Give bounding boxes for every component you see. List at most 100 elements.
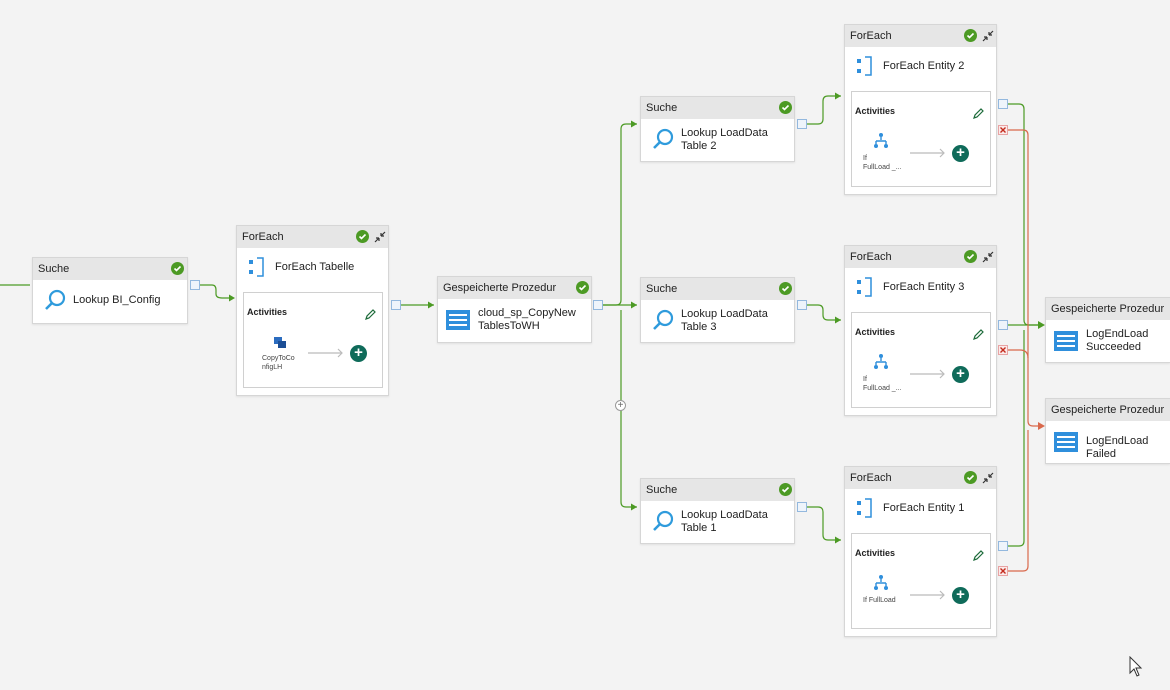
edit-pencil-icon[interactable] [972,329,984,341]
failure-output-port[interactable] [998,345,1008,355]
collapse-icon[interactable] [981,29,995,43]
mouse-cursor-icon [1128,656,1144,678]
connector [1008,430,1028,571]
connector [806,507,841,540]
activity-title: ForEach Tabelle [275,261,354,274]
success-output-port[interactable] [998,541,1008,551]
add-activity-button[interactable]: + [952,366,969,383]
foreach-icon [855,276,873,298]
collapse-icon[interactable] [373,230,387,244]
activity-title: ForEach Entity 3 [883,281,964,294]
arrow-icon [306,348,346,358]
success-output-port[interactable] [998,99,1008,109]
search-icon [651,509,675,533]
inner-activity-label: CopyToCo nfigLH [262,354,295,372]
success-output-port[interactable] [998,320,1008,330]
activity-type-label: Gespeicherte Prozedur [1051,404,1164,416]
success-status-icon [171,262,184,275]
activity-title: Lookup BI_Config [73,294,160,307]
activities-container[interactable]: Activities If FullLoad _... + [851,91,991,187]
collapse-icon[interactable] [981,471,995,485]
activity-type-label: Gespeicherte Prozedur [1051,303,1164,315]
arrow-icon [908,148,948,158]
stored-procedure-icon [1054,331,1078,351]
foreach-tabelle-activity[interactable]: ForEach ForEach Tabelle Activities CopyT… [236,225,389,396]
success-output-port[interactable] [391,300,401,310]
lookup-loaddata-table1-activity[interactable]: Suche Lookup LoadData Table 1 [640,478,795,544]
connector [1008,350,1028,358]
success-output-port[interactable] [593,300,603,310]
activity-type-label: Suche [646,484,677,496]
logendload-succeeded-activity[interactable]: Gespeicherte Prozedur LogEndLoad Succeed… [1045,297,1170,363]
inner-activity-label: If FullLoad _... [863,154,902,172]
activities-container[interactable]: Activities CopyToCo nfigLH + [243,292,383,388]
logendload-failed-activity[interactable]: Gespeicherte Prozedur LogEndLoad Failed [1045,398,1170,464]
add-activity-button[interactable]: + [952,145,969,162]
stored-procedure-icon [1054,432,1078,452]
activities-container[interactable]: Activities If FullLoad _... + [851,312,991,408]
activity-title: Lookup LoadData Table 3 [681,308,768,334]
connector [806,96,841,124]
success-status-icon [964,250,977,263]
activities-label: Activities [855,548,895,558]
foreach-entity2-activity[interactable]: ForEach ForEach Entity 2 Activities If F… [844,24,997,195]
add-activity-button[interactable]: + [952,587,969,604]
foreach-icon [855,497,873,519]
activity-title: cloud_sp_CopyNew TablesToWH [478,307,576,333]
activity-type-label: ForEach [850,251,892,263]
arrow-icon [908,590,948,600]
connector [1008,104,1043,325]
activity-type-label: Suche [38,263,69,275]
lookup-bi-config-activity[interactable]: Suche Lookup BI_Config [32,257,188,324]
add-branch-button[interactable]: + [615,400,626,411]
foreach-entity1-activity[interactable]: ForEach ForEach Entity 1 Activities If F… [844,466,997,637]
activity-type-label: Suche [646,283,677,295]
success-status-icon [576,281,589,294]
success-status-icon [779,282,792,295]
sp-copy-new-tables-activity[interactable]: Gespeicherte Prozedur cloud_sp_CopyNew T… [437,276,592,343]
activity-title: Lookup LoadData Table 1 [681,509,768,535]
failure-output-port[interactable] [998,125,1008,135]
activity-title: ForEach Entity 1 [883,502,964,515]
success-output-port[interactable] [797,502,807,512]
copy-data-icon [272,335,288,351]
search-icon [43,288,67,312]
stored-procedure-icon [446,310,470,330]
connector [200,285,233,298]
failure-output-port[interactable] [998,566,1008,576]
inner-activity-label: If FullLoad [863,596,896,605]
lookup-loaddata-table3-activity[interactable]: Suche Lookup LoadData Table 3 [640,277,795,343]
success-status-icon [779,101,792,114]
success-output-port[interactable] [190,280,200,290]
activity-title: LogEndLoad Succeeded [1086,328,1148,354]
success-status-icon [964,471,977,484]
activity-type-label: Suche [646,102,677,114]
collapse-icon[interactable] [981,250,995,264]
lookup-loaddata-table2-activity[interactable]: Suche Lookup LoadData Table 2 [640,96,795,162]
success-status-icon [356,230,369,243]
search-icon [651,127,675,151]
add-activity-button[interactable]: + [350,345,367,362]
if-condition-icon [872,132,890,150]
activity-type-label: ForEach [242,231,284,243]
if-condition-icon [872,574,890,592]
activity-title: LogEndLoad Failed [1086,435,1170,461]
search-icon [651,308,675,332]
edit-pencil-icon[interactable] [972,108,984,120]
inner-activity-label: If FullLoad _... [863,375,902,393]
if-condition-icon [872,353,890,371]
success-status-icon [964,29,977,42]
activity-type-label: ForEach [850,472,892,484]
success-output-port[interactable] [797,300,807,310]
connector [1008,130,1043,426]
edit-pencil-icon[interactable] [364,309,376,321]
foreach-entity3-activity[interactable]: ForEach ForEach Entity 3 Activities If F… [844,245,997,416]
success-output-port[interactable] [797,119,807,129]
edit-pencil-icon[interactable] [972,550,984,562]
activities-label: Activities [855,327,895,337]
activities-container[interactable]: Activities If FullLoad + [851,533,991,629]
success-status-icon [779,483,792,496]
foreach-icon [247,256,265,278]
foreach-icon [855,55,873,77]
activity-type-label: ForEach [850,30,892,42]
